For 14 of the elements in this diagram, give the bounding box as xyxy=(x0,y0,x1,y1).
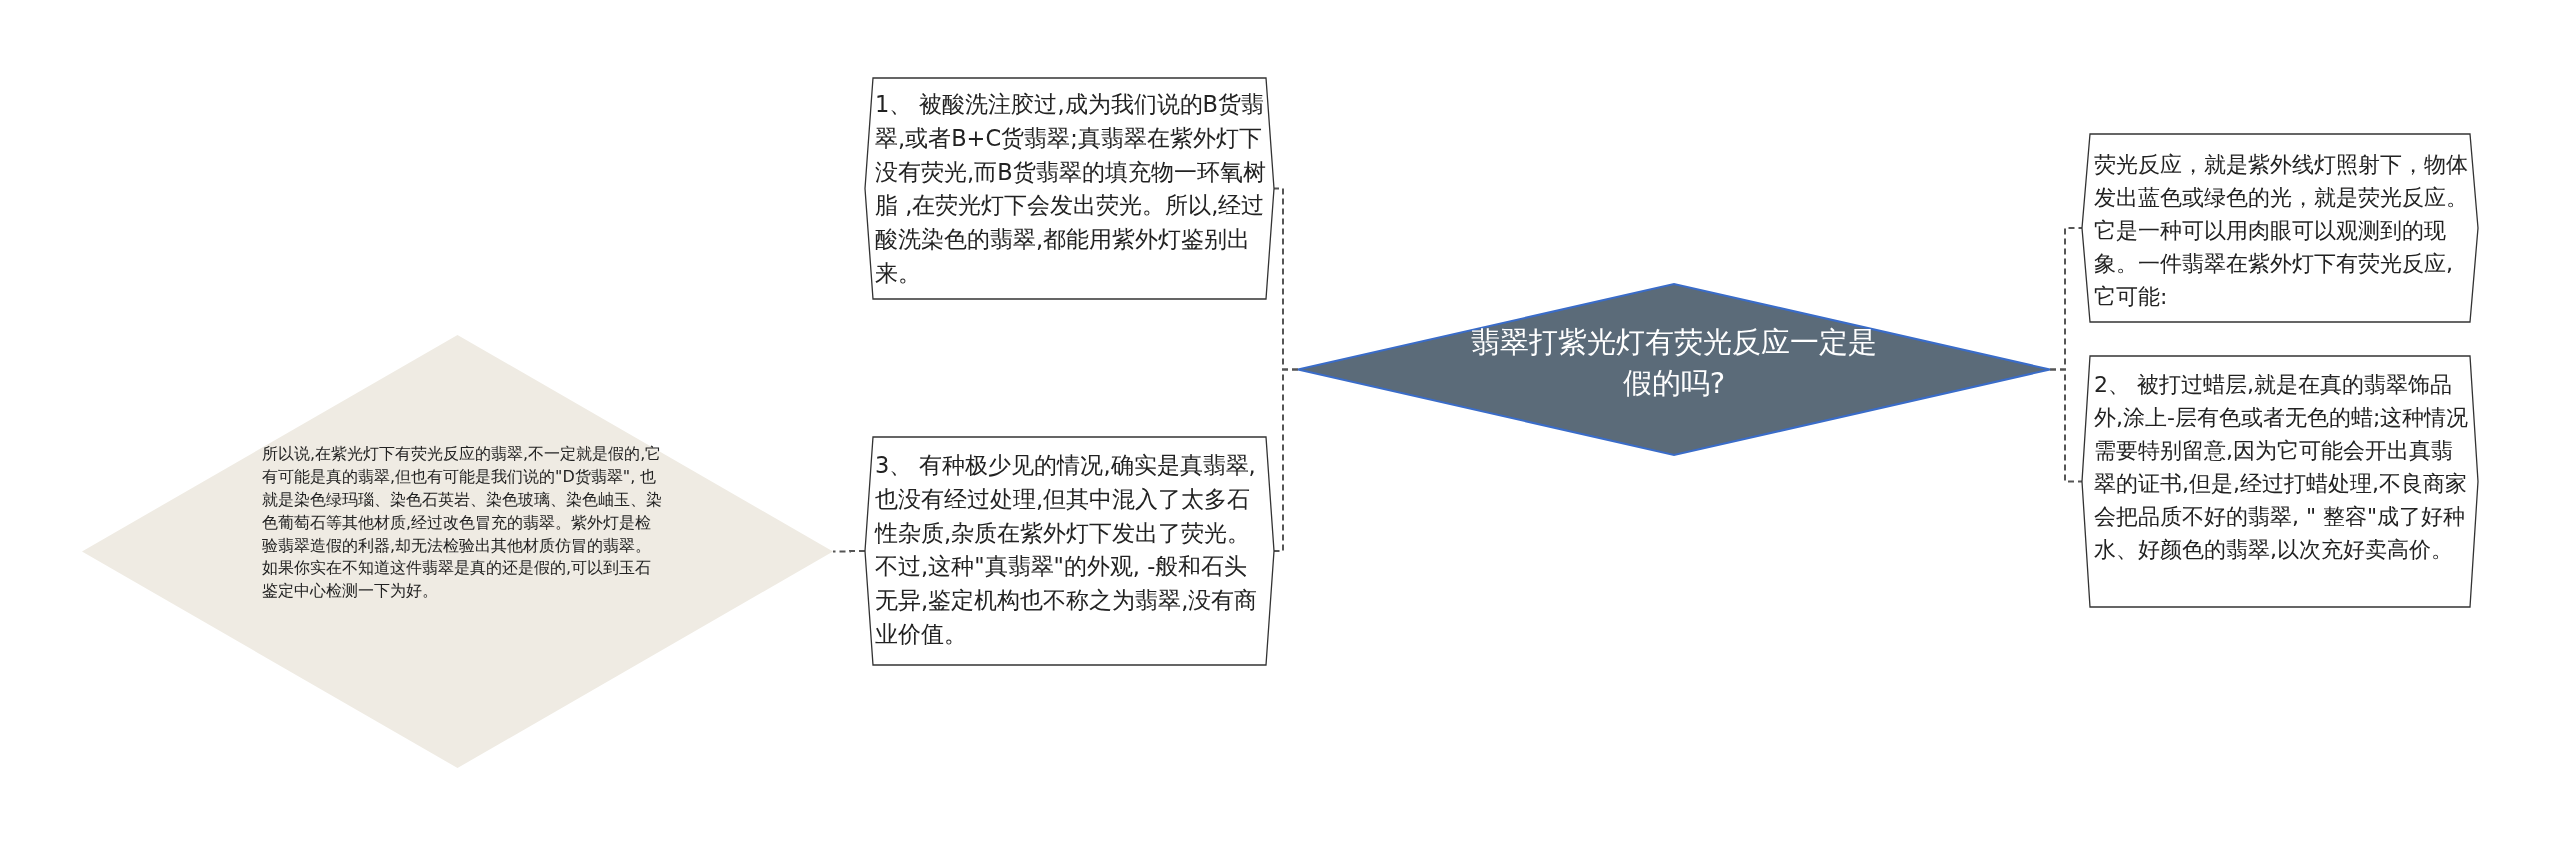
topic-diamond xyxy=(1298,284,2050,455)
text-box xyxy=(2082,356,2478,607)
node-text: 3、 有种极少见的情况,确实是真翡翠,也没有经过处理,但其中混入了太多石性杂质,杂质在紫外灯下发出了荧光。不过,这种"真翡翠"的外观, -般和石头无异,鉴定机构也不称之为翡翠,没有商业价值。 xyxy=(875,451,1259,649)
node-text: 1、 被酸洗注胶过,成为我们说的B货翡翠,或者B+C货翡翠;真翡翠在紫外灯下没有荧光,而B货翡翠的填充物一环氧树脂 ,在荧光灯下会发出荧光。所以,经过酸洗染色的翡翠,都能用紫外灯鉴别出来。 xyxy=(875,90,1267,288)
connector-line xyxy=(1273,368,1299,552)
connector-line xyxy=(2049,368,2083,483)
text-box xyxy=(865,437,1274,665)
node-text: 所以说,在紫光灯下有荧光反应的翡翠,不一定就是假的,它有可能是真的翡翠,但也有可能是我们说的"D货翡翠", 也就是染色绿玛瑙、染色石英岩、染色玻璃、染色岫玉、染色葡萄石等其他材质,经过改色冒充的翡翠。紫外灯是检验翡翠造假的利器,却无法检验出其他材质仿冒的翡翠。如果你实在不知道这件翡翠是真的还是假的,可以到玉石鉴定中心检测一下为好。 xyxy=(262,443,662,603)
connector-line xyxy=(832,550,866,553)
node-text: 荧光反应，就是紫外线灯照射下，物体发出蓝色或绿色的光，就是荧光反应。它是一种可以用肉眼可以观测到的现象。一件翡翠在紫外灯下有荧光反应,它可能: xyxy=(2094,151,2469,311)
note-diamond xyxy=(82,335,833,768)
topic-title: 翡翠打紫光灯有荧光反应一定是假的吗? xyxy=(1470,324,1878,402)
node-text: 2、 被打过蜡层,就是在真的翡翠饰品外,涂上-层有色或者无色的蜡;这种情况需要特别留意,因为它可能会开出真翡翠的证书,但是,经过打蜡处理,不良商家会把品质不好的翡翠, " 整容"成了好种水、好颜色的翡翠,以次充好卖高价。 xyxy=(2094,371,2470,564)
text-box xyxy=(2082,134,2478,322)
